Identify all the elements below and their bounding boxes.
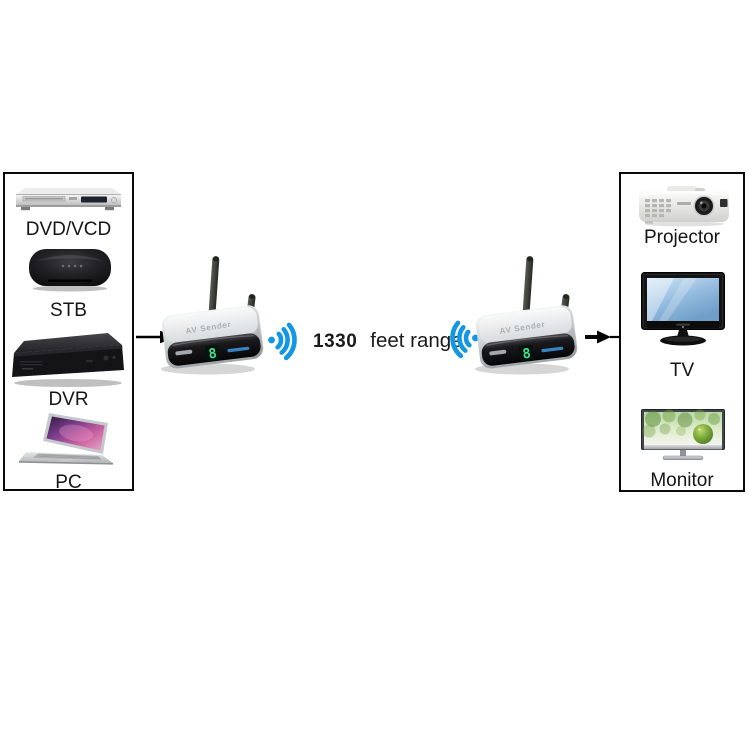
laptop-icon: [19, 413, 113, 465]
receiver-to-display-arrow: [585, 330, 622, 344]
monitor-label: Monitor: [650, 470, 714, 491]
stb-label: STB: [50, 300, 87, 321]
monitor-icon: [641, 409, 725, 461]
tv-label: TV: [669, 360, 695, 381]
av-receiver-device: AV Sender 8: [475, 256, 578, 375]
receiver-antenna-long: [522, 256, 534, 317]
set-top-box-icon: [29, 249, 111, 292]
receiver-channel-display: 8: [522, 346, 532, 363]
dvr-label: DVR: [48, 389, 89, 410]
range-unit: feet range: [370, 329, 463, 352]
transmitter-antenna-long: [208, 256, 220, 317]
transmitter-model-smudge: [227, 346, 250, 353]
dvd-vcd-label: DVD/VCD: [25, 219, 112, 240]
range-text: 1330 feet range: [313, 329, 463, 353]
dvd-player-icon: [16, 188, 121, 211]
receiver-model-smudge: [541, 346, 564, 353]
transmitter-brand-smudge: [175, 349, 193, 356]
av-transmitter-device: AV Sender 8: [161, 256, 264, 375]
wifi-signal-receiver-icon: [450, 320, 479, 359]
pc-label: PC: [55, 472, 82, 493]
dvr-icon: [12, 333, 124, 387]
projector-label: Projector: [643, 227, 721, 248]
tv-icon: [641, 272, 725, 346]
receiver-brand-smudge: [489, 349, 507, 356]
projector-icon: [639, 186, 729, 227]
transmitter-channel-display: 8: [208, 346, 218, 363]
range-value: 1330: [313, 331, 358, 352]
wifi-signal-transmitter-icon: [268, 322, 297, 361]
